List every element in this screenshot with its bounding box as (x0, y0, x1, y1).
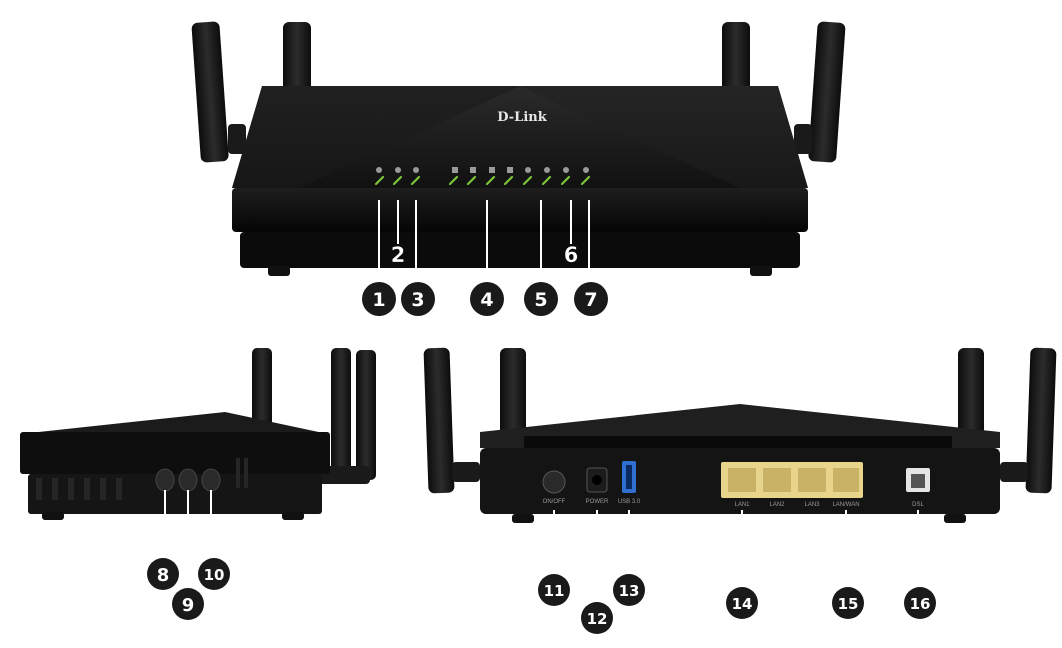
led-usb (580, 175, 591, 186)
svg-text:3: 3 (411, 289, 424, 311)
callout-2: 2 (391, 243, 406, 267)
front-leds (374, 175, 591, 186)
svg-text:5: 5 (534, 289, 547, 311)
lan-icon (489, 167, 495, 173)
callout-7: 7 (574, 282, 608, 316)
wifi-icon (544, 167, 550, 173)
led-lan1 (448, 175, 459, 186)
power-icon (376, 167, 382, 173)
lan-icon (470, 167, 476, 173)
svg-text:10: 10 (204, 566, 225, 584)
callout-4: 4 (470, 282, 504, 316)
side-buttons (155, 468, 221, 492)
callout-9: 9 (172, 588, 204, 620)
label-usb: USB 3.0 (618, 499, 641, 505)
label-lan1: LAN1 (734, 502, 750, 508)
callout-badges: 1 3 4 5 7 8 9 10 (147, 282, 936, 634)
led-icons (376, 167, 589, 173)
led-dsl (410, 175, 421, 186)
lan-port-block (721, 462, 863, 498)
callout-3: 3 (401, 282, 435, 316)
svg-text:13: 13 (619, 582, 640, 600)
dsl-icon (413, 167, 419, 173)
reset-button[interactable] (201, 468, 221, 492)
antennas-front (191, 21, 846, 163)
svg-text:16: 16 (910, 595, 931, 613)
svg-text:15: 15 (838, 595, 859, 613)
led-wps (560, 175, 571, 186)
led-wifi-24 (522, 175, 533, 186)
callout-8: 8 (147, 558, 179, 590)
router-front-face (232, 188, 808, 232)
led-lan4 (503, 175, 514, 186)
callout-14: 14 (726, 587, 758, 619)
front-leaders (378, 200, 590, 282)
led-lan2 (466, 175, 477, 186)
power-switch[interactable] (542, 470, 566, 494)
callout-10: 10 (198, 558, 230, 590)
lanwan-port[interactable] (833, 468, 859, 492)
callout-13: 13 (613, 574, 645, 606)
callout-15: 15 (832, 587, 864, 619)
svg-text:4: 4 (480, 289, 493, 311)
label-lanwan: LAN/WAN (832, 502, 859, 508)
svg-text:14: 14 (732, 595, 753, 613)
front-view: D-Link (191, 21, 846, 282)
callout-11: 11 (538, 574, 570, 606)
svg-text:11: 11 (544, 582, 565, 600)
wps-icon (563, 167, 569, 173)
label-lan3: LAN3 (804, 502, 820, 508)
callout-16: 16 (904, 587, 936, 619)
lan-icon (452, 167, 458, 173)
led-wifi-5 (541, 175, 552, 186)
side-view (20, 348, 376, 590)
lan3-port[interactable] (798, 468, 826, 492)
rear-view: ON/OFF POWER USB 3.0 LAN1 LAN2 LAN3 LAN/… (423, 347, 1057, 602)
lan1-port[interactable] (728, 468, 756, 492)
label-dsl: DSL (912, 502, 924, 508)
svg-text:12: 12 (587, 610, 608, 628)
callout-12: 12 (581, 602, 613, 634)
lan2-port[interactable] (763, 468, 791, 492)
svg-text:1: 1 (372, 289, 385, 311)
usb-icon (583, 167, 589, 173)
led-internet (392, 175, 403, 186)
callout-6: 6 (564, 243, 579, 267)
brand-logo: D-Link (497, 110, 547, 125)
internet-icon (395, 167, 401, 173)
label-onoff: ON/OFF (543, 499, 566, 505)
wifi-button[interactable] (178, 468, 198, 492)
wifi-icon (525, 167, 531, 173)
wps-button[interactable] (155, 468, 175, 492)
svg-text:7: 7 (584, 289, 597, 311)
label-power: POWER (586, 499, 609, 505)
lan-icon (507, 167, 513, 173)
led-lan3 (485, 175, 496, 186)
svg-text:8: 8 (157, 565, 170, 586)
callout-1: 1 (362, 282, 396, 316)
callout-5: 5 (524, 282, 558, 316)
svg-text:9: 9 (182, 595, 195, 616)
label-lan2: LAN2 (769, 502, 785, 508)
led-power (374, 175, 385, 186)
